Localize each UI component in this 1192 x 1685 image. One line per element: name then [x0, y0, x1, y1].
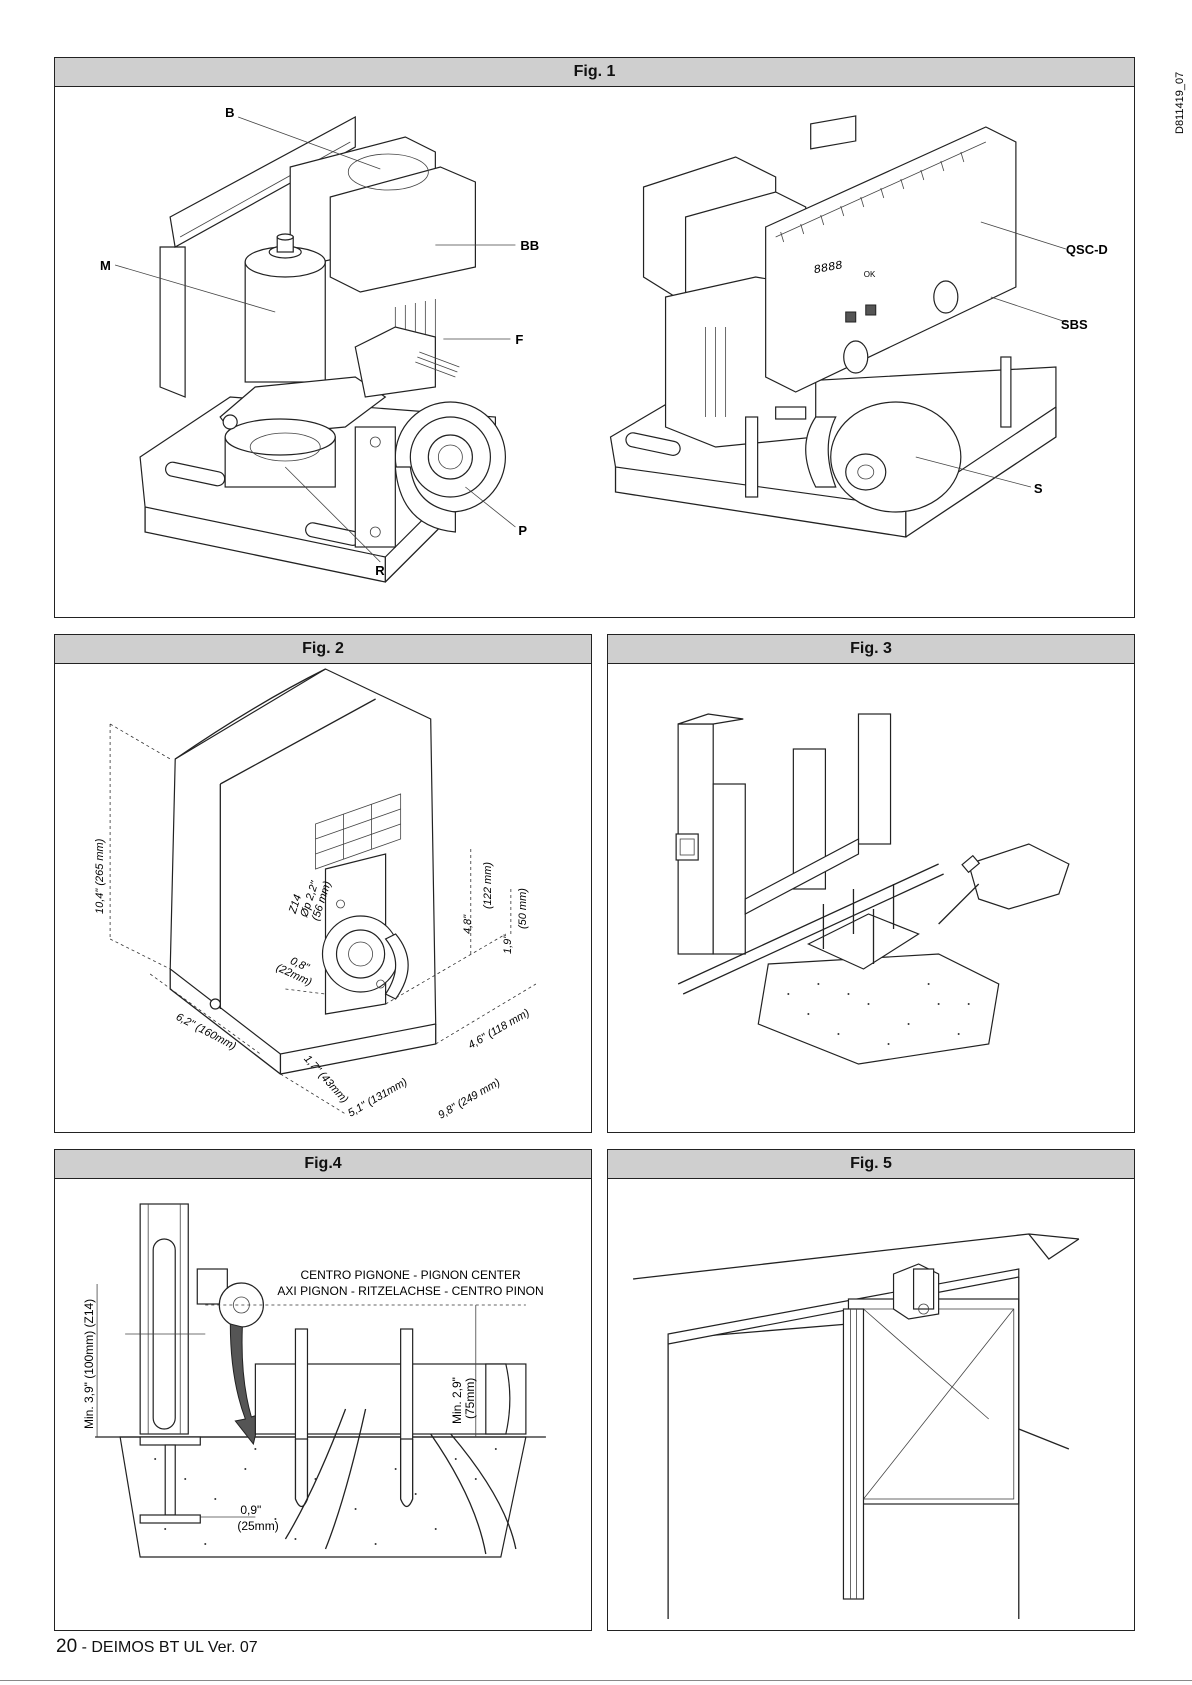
- document-code: D811419_07: [1174, 72, 1186, 134]
- dim-h1-in: 4,8": [462, 914, 474, 934]
- dim-h1-mm: (122 mm): [482, 862, 494, 909]
- figure-1-title: Fig. 1: [55, 58, 1134, 87]
- callout-f: F: [515, 332, 523, 347]
- callout-s: S: [1034, 481, 1043, 496]
- figure-1-panel: Fig. 1: [54, 57, 1135, 618]
- figure-4-drawing: CENTRO PIGNONE - PIGNON CENTER AXI PIGNO…: [55, 1179, 591, 1630]
- dim-depth: 4,6" (118 mm): [466, 1007, 532, 1052]
- figure-1-drawing: B BB M F P R: [55, 87, 1134, 617]
- dim-base2: 9,8" (249 mm): [436, 1076, 502, 1121]
- callout-bb: BB: [520, 238, 539, 253]
- pinion-center-line1: CENTRO PIGNONE - PIGNON CENTER: [300, 1268, 521, 1282]
- figure-4-panel: Fig.4: [54, 1149, 592, 1631]
- dim-height: 10,4" (265 mm): [94, 838, 106, 914]
- callout-r: R: [375, 563, 385, 578]
- dim-pinion: Z14: [287, 893, 305, 916]
- figure-4-title: Fig.4: [55, 1150, 591, 1179]
- page-number: 20: [56, 1636, 78, 1657]
- document-code-text: D811419_07: [1174, 72, 1186, 134]
- callout-p: P: [518, 523, 527, 538]
- pinion-center-line2: AXI PIGNON - RITZELACHSE - CENTRO PINON: [277, 1284, 543, 1298]
- dim-h2-in: 1,9": [502, 934, 514, 954]
- footer-separator: -: [77, 1639, 92, 1656]
- callout-m: M: [100, 258, 111, 273]
- figure-2-panel: Fig. 2: [54, 634, 592, 1133]
- figure-5-title: Fig. 5: [608, 1150, 1134, 1179]
- min-height-in: Min. 2,9": [450, 1377, 464, 1424]
- min-height-mm: (75mm): [463, 1378, 477, 1419]
- figure-3-title: Fig. 3: [608, 635, 1134, 664]
- figure-2-drawing: 10,4" (265 mm) Z14 Øp 2,2" (56 mm) 0,8" …: [55, 664, 591, 1132]
- figure-5-panel: Fig. 5: [607, 1149, 1135, 1631]
- motor-assembly-rear: 8888 OK: [609, 115, 1057, 538]
- page-footer: 20 - DEIMOS BT UL Ver. 07: [56, 1636, 258, 1658]
- dim-base1: 5,1" (131mm): [346, 1076, 410, 1120]
- callout-sbs: SBS: [1061, 317, 1088, 332]
- figure-3-panel: Fig. 3: [607, 634, 1135, 1133]
- display-digits: 8888: [814, 258, 843, 277]
- motor-assembly-front: [139, 115, 507, 583]
- bottom-rule: [0, 1680, 1192, 1681]
- callout-qsc-d: QSC-D: [1066, 242, 1108, 257]
- dim-side: 1,7" (43mm): [301, 1053, 350, 1106]
- offset-in: 0,9": [240, 1503, 261, 1517]
- vertical-min-dim: Min. 3,9" (100mm) (Z14): [82, 1299, 96, 1429]
- product-name: DEIMOS BT UL Ver. 07: [91, 1639, 258, 1656]
- dim-h2-mm: (50 mm): [517, 888, 529, 929]
- figure-3-drawing: [608, 664, 1134, 1132]
- figure-2-title: Fig. 2: [55, 635, 591, 664]
- figure-5-drawing: [608, 1179, 1134, 1630]
- callout-b: B: [225, 105, 234, 120]
- led-label: OK: [864, 270, 876, 279]
- offset-mm: (25mm): [237, 1519, 278, 1533]
